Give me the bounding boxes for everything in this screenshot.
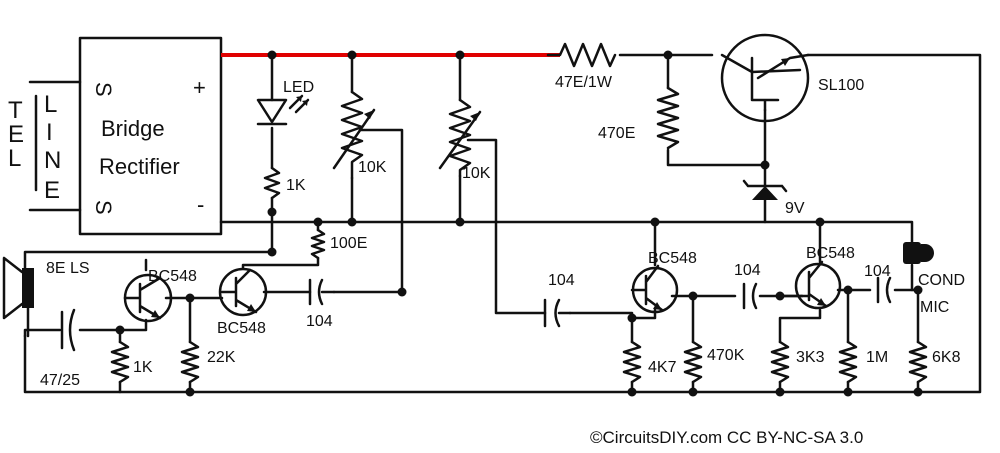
q3-label: BC548: [648, 250, 697, 267]
transistor-q3: BC548: [630, 250, 697, 314]
resistor-470k-label: 470K: [707, 347, 745, 364]
line-letter-4: E: [44, 177, 60, 204]
resistor-1k-bottom: 1K: [110, 340, 153, 384]
resistor-47e: 47E/1W: [546, 42, 617, 91]
transistor-q2: BC548: [217, 267, 268, 337]
q2-label: BC548: [217, 320, 266, 337]
zener-label: 9V: [785, 200, 805, 217]
condenser-mic: COND MIC: [903, 242, 965, 316]
bridge-s-bottom: S: [91, 200, 116, 215]
tel-letter-1: T: [8, 97, 23, 124]
bridge-s-top: S: [91, 82, 116, 97]
capacitor-104-a: 104: [306, 278, 336, 330]
tel-letter-3: L: [8, 145, 21, 172]
resistor-1m: 1M: [838, 340, 888, 384]
transistor-sl100: SL100: [720, 33, 864, 123]
transistor-q1: BC548: [123, 268, 197, 323]
resistor-22k: 22K: [180, 340, 236, 384]
cap-104-a-label: 104: [306, 313, 333, 330]
bridge-rectifier: Bridge Rectifier S S + -: [78, 36, 223, 236]
bridge-minus: -: [197, 192, 204, 217]
resistor-47e-label: 47E/1W: [555, 74, 613, 91]
wires: [23, 53, 982, 394]
tel-letter-2: E: [8, 121, 24, 148]
mic-label-line1: COND: [918, 272, 965, 289]
pot1-label: 10K: [358, 159, 387, 176]
potentiometer-1: 10K: [332, 90, 387, 180]
speaker: 8E LS: [2, 256, 90, 338]
tel-line-input: T E L L I N E: [8, 80, 82, 212]
credit-text: ©CircuitsDIY.com CC BY-NC-SA 3.0: [590, 428, 863, 447]
capacitor-47-25: 47/25: [40, 308, 80, 389]
line-letter-1: L: [44, 91, 57, 118]
potentiometer-2: 10K: [438, 98, 491, 182]
resistor-1k-bottom-label: 1K: [133, 359, 153, 376]
q4-label: BC548: [806, 245, 855, 262]
cap-104-d-label: 104: [864, 263, 891, 280]
speaker-label: 8E LS: [46, 260, 90, 277]
capacitor-104-d: 104: [864, 263, 892, 304]
junction-dots: [115, 50, 923, 397]
resistor-4k7-label: 4K7: [648, 359, 677, 376]
bridge-label-line2: Rectifier: [99, 154, 180, 179]
cap-104-b-label: 104: [548, 272, 575, 289]
capacitor-104-c: 104: [734, 262, 761, 310]
resistor-3k3-label: 3K3: [796, 349, 825, 366]
resistor-100e-label: 100E: [330, 235, 367, 252]
resistor-100e: 100E: [310, 228, 367, 260]
zener-diode: 9V: [742, 179, 805, 217]
led: LED: [256, 79, 314, 126]
led-label: LED: [283, 79, 314, 96]
cap-104-c-label: 104: [734, 262, 761, 279]
mic-label-line2: MIC: [920, 299, 949, 316]
resistor-6k8-label: 6K8: [932, 349, 961, 366]
capacitor-104-b: 104: [543, 272, 575, 328]
pot2-label: 10K: [462, 165, 491, 182]
bridge-plus: +: [193, 75, 206, 100]
resistor-470e: 470E: [598, 86, 680, 150]
resistor-3k3: 3K3: [770, 340, 825, 384]
resistor-4k7: 4K7: [622, 340, 677, 384]
resistor-470k: 470K: [683, 340, 745, 384]
q1-label: BC548: [148, 268, 197, 285]
transistor-q4: BC548: [794, 245, 855, 310]
resistor-470e-label: 470E: [598, 125, 635, 142]
resistor-22k-label: 22K: [207, 349, 236, 366]
bridge-label-line1: Bridge: [101, 116, 165, 141]
line-letter-3: N: [44, 147, 61, 174]
resistor-1k-led-label: 1K: [286, 177, 306, 194]
line-letter-2: I: [46, 119, 53, 146]
resistor-1m-label: 1M: [866, 349, 888, 366]
resistor-6k8: 6K8: [908, 340, 961, 384]
sl100-label: SL100: [818, 77, 864, 94]
resistor-1k-led: 1K: [263, 166, 306, 200]
cap-47-25-label: 47/25: [40, 372, 80, 389]
